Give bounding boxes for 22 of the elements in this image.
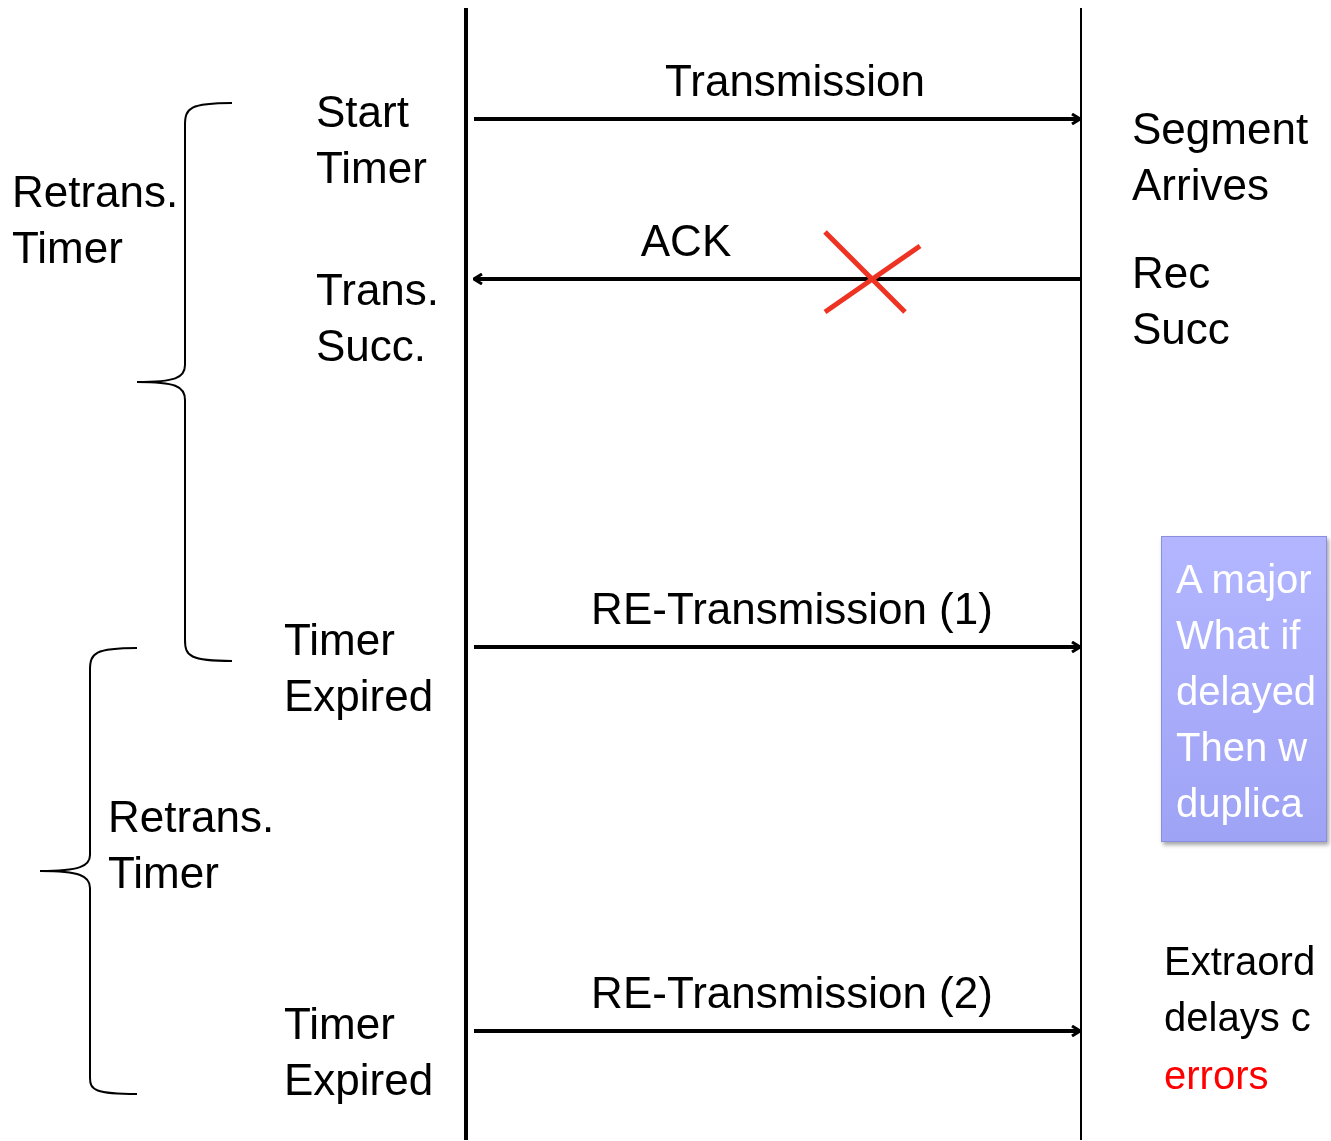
event-label: Timer Expired: [284, 614, 435, 722]
arrow: [474, 640, 1082, 654]
edge-label: Transmission: [665, 55, 925, 107]
edge-label: ACK: [640, 215, 732, 267]
arrow: [472, 272, 1080, 286]
event-label: Timer Expired: [284, 998, 435, 1106]
arrow: [474, 1024, 1082, 1038]
note-box: [1161, 536, 1327, 842]
note-text: errors: [1164, 1052, 1270, 1099]
arrow: [474, 112, 1082, 126]
lifeline: [464, 8, 468, 1140]
event-label: Rec Succ: [1132, 247, 1231, 355]
event-label: Segment Arrives: [1132, 103, 1310, 211]
timer-label: Retrans. Timer: [108, 791, 276, 899]
note-text: Extraord delays c: [1164, 938, 1317, 1041]
event-label: Start Timer: [316, 86, 428, 194]
edge-label: RE-Transmission (1): [591, 583, 993, 635]
event-label: Trans. Succ.: [316, 264, 441, 372]
note-text: A major What if delayed Then w duplica: [1175, 556, 1318, 827]
timer-label: Retrans. Timer: [12, 166, 180, 274]
edge-label: RE-Transmission (2): [591, 967, 993, 1019]
lifeline: [1080, 8, 1082, 1140]
